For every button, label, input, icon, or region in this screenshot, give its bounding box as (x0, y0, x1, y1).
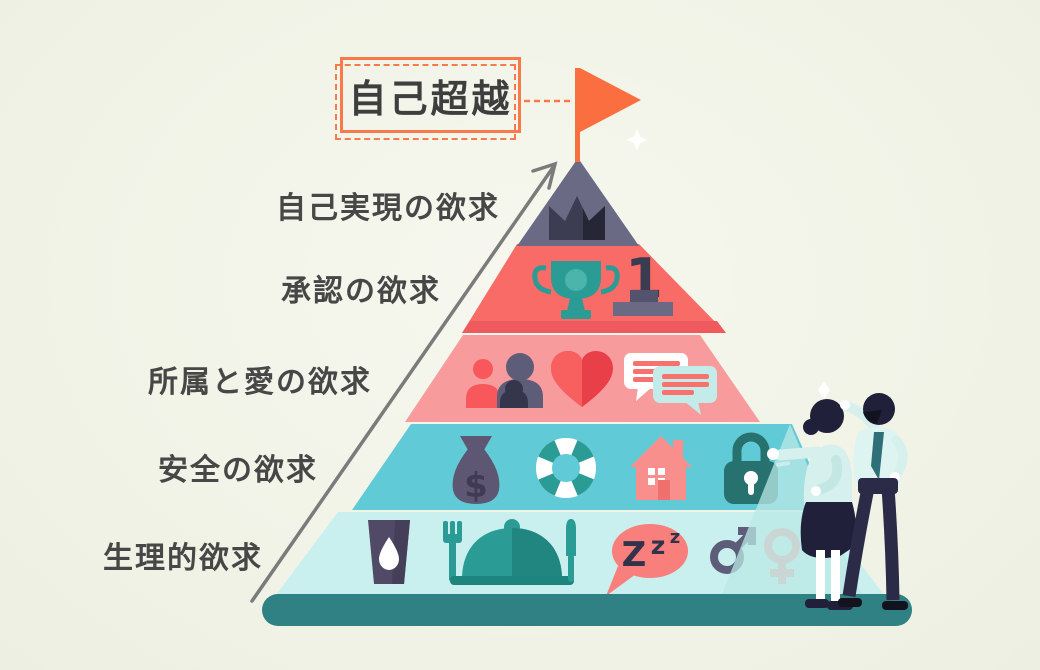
chat-bubbles-icon (624, 353, 717, 415)
sparkle-icon-top (626, 129, 648, 151)
food-dome-icon (450, 519, 574, 585)
label-safety: 安全の欲求 (158, 454, 318, 487)
lifebuoy-icon (536, 438, 596, 498)
sleep-icon: Z z z (606, 524, 688, 596)
svg-text:z: z (670, 527, 680, 548)
drink-icon (368, 520, 410, 584)
fork-icon (443, 521, 462, 582)
heart-icon (551, 351, 613, 407)
money-bag-icon: $ (452, 436, 500, 506)
self-transcendence-label: 自己超越 (348, 78, 513, 121)
dashed-border (335, 64, 516, 140)
woman-figure (767, 381, 856, 610)
label-love-belonging: 所属と愛の欲求 (148, 366, 372, 399)
house-icon (630, 436, 692, 500)
crown-icon (549, 196, 605, 240)
self-transcendence-box: 自己超越 (335, 57, 521, 140)
knife-icon (566, 519, 576, 582)
label-self-actualization: 自己実現の欲求 (276, 192, 500, 225)
layer-esteem-shadow (462, 321, 726, 333)
man-figure (838, 393, 908, 610)
label-physiological: 生理的欲求 (103, 542, 263, 575)
svg-text:z: z (651, 531, 666, 560)
label-esteem: 承認の欲求 (281, 275, 441, 308)
family-icon (466, 353, 543, 408)
flag (575, 68, 641, 162)
base-bar (262, 594, 912, 626)
svg-text:Z: Z (622, 535, 647, 575)
first-place-icon: 1 (613, 247, 673, 316)
sparkle-icon-woman (818, 381, 830, 399)
growth-arrow (250, 161, 558, 603)
trophy-icon (532, 261, 620, 319)
svg-text:$: $ (464, 466, 488, 506)
